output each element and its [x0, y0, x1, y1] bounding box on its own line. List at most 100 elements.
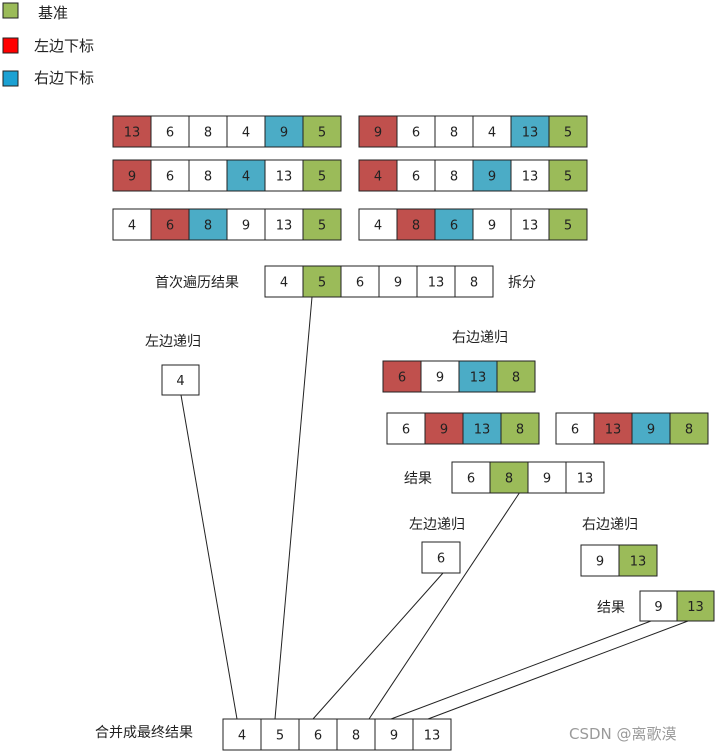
- array-cell-value: 6: [402, 423, 410, 438]
- array-cell-value: 13: [276, 170, 293, 185]
- array-cell-value: 8: [505, 472, 513, 487]
- array-cell-value: 13: [428, 276, 445, 291]
- array-cell-value: 6: [356, 276, 364, 291]
- array-cell-value: 13: [630, 555, 647, 570]
- array-cell-value: 4: [374, 170, 382, 185]
- array-cell-value: 6: [166, 219, 174, 234]
- array-cell: [396, 159, 436, 192]
- array-cell-value: 13: [424, 729, 441, 744]
- array-cell: [548, 115, 588, 148]
- array-cell: [302, 115, 342, 148]
- array-cell-value: 9: [128, 170, 136, 185]
- array-cell-value: 13: [577, 472, 594, 487]
- array-cell: [434, 159, 474, 192]
- array-cell-value: 8: [450, 170, 458, 185]
- array-cell: [421, 541, 461, 574]
- array-cell: [472, 115, 512, 148]
- array-cell: [188, 208, 228, 241]
- array-cell-value: 8: [685, 423, 693, 438]
- connector-pivot-to-final: [274, 296, 313, 720]
- array-cell: [676, 590, 715, 622]
- array-cell-value: 9: [242, 219, 250, 234]
- connector-sub-right-13-to-final: [427, 620, 689, 720]
- label-split: 拆分: [508, 275, 536, 291]
- label-right-recursion: 右边递归: [452, 329, 508, 346]
- array-cell: [336, 718, 376, 751]
- array-cell: [510, 208, 550, 241]
- legend-label-left-index: 左边下标: [34, 37, 94, 55]
- array-cell-value: 5: [564, 170, 572, 185]
- array-cell: [593, 412, 633, 445]
- array-cell-value: 8: [204, 219, 212, 234]
- label-result: 结果: [404, 471, 432, 487]
- array-cell: [454, 265, 494, 298]
- array-cell-value: 8: [204, 126, 212, 141]
- array-cell: [302, 159, 342, 192]
- label-sub-left-recursion: 左边递归: [409, 516, 465, 533]
- connector-sub-left-to-final: [312, 572, 444, 720]
- array-cell-value: 13: [687, 600, 704, 615]
- array-cell-value: 4: [280, 276, 288, 291]
- array-cell-value: 9: [596, 555, 604, 570]
- array-cell-value: 5: [318, 219, 326, 234]
- array-cell: [378, 265, 418, 298]
- array-cell: [260, 718, 300, 751]
- array-cell: [510, 159, 550, 192]
- array-cell: [264, 159, 304, 192]
- array-cell: [424, 412, 464, 445]
- array-cell-value: 5: [318, 126, 326, 141]
- array-sub-left-recursion: 6: [421, 541, 461, 574]
- connector-lines: [180, 296, 689, 720]
- array-cell-value: 8: [412, 219, 420, 234]
- array-cell: [222, 718, 262, 751]
- array-cell-value: 4: [488, 126, 496, 141]
- array-cell: [396, 208, 436, 241]
- array-cell-value: 9: [374, 126, 382, 141]
- array-cell: [264, 265, 304, 298]
- array-cell-value: 4: [238, 729, 246, 744]
- legend-label-pivot: 基准: [38, 4, 68, 22]
- array-cell-value: 9: [488, 219, 496, 234]
- array-cell-value: 8: [204, 170, 212, 185]
- array-cell-value: 8: [352, 729, 360, 744]
- legend-swatch-right-index: [2, 70, 19, 87]
- array-cell: [434, 115, 474, 148]
- array-cell: [489, 461, 529, 494]
- array-cell-value: 5: [276, 729, 284, 744]
- array-cell: [112, 159, 152, 192]
- array-cell: [386, 412, 426, 445]
- array-cell: [639, 590, 678, 622]
- array-cell: [302, 208, 342, 241]
- array-cell-value: 9: [488, 170, 496, 185]
- array-cell: [565, 461, 605, 494]
- array-cell-value: 6: [398, 371, 406, 386]
- array-cell-value: 6: [412, 170, 420, 185]
- array-sub-right-recursion: 9 13: [580, 544, 658, 577]
- array-cell-value: 9: [390, 729, 398, 744]
- array-left-recursion: 4: [161, 364, 200, 396]
- array-cell-value: 5: [564, 219, 572, 234]
- array-cell: [451, 461, 491, 494]
- array-cell-value: 5: [318, 276, 326, 291]
- legend-swatch-left-index: [2, 37, 19, 54]
- array-cell-value: 5: [564, 126, 572, 141]
- array-cell: [555, 412, 595, 445]
- array-cell: [302, 265, 342, 298]
- array-cell-value: 9: [647, 423, 655, 438]
- array-cell: [150, 159, 190, 192]
- array-cell-value: 13: [522, 219, 539, 234]
- array-cell-value: 9: [543, 472, 551, 487]
- array-cell: [669, 412, 709, 445]
- array-cell: [618, 544, 658, 577]
- array-cell: [358, 159, 398, 192]
- label-left-recursion: 左边递归: [145, 333, 201, 350]
- array-cell-value: 5: [318, 170, 326, 185]
